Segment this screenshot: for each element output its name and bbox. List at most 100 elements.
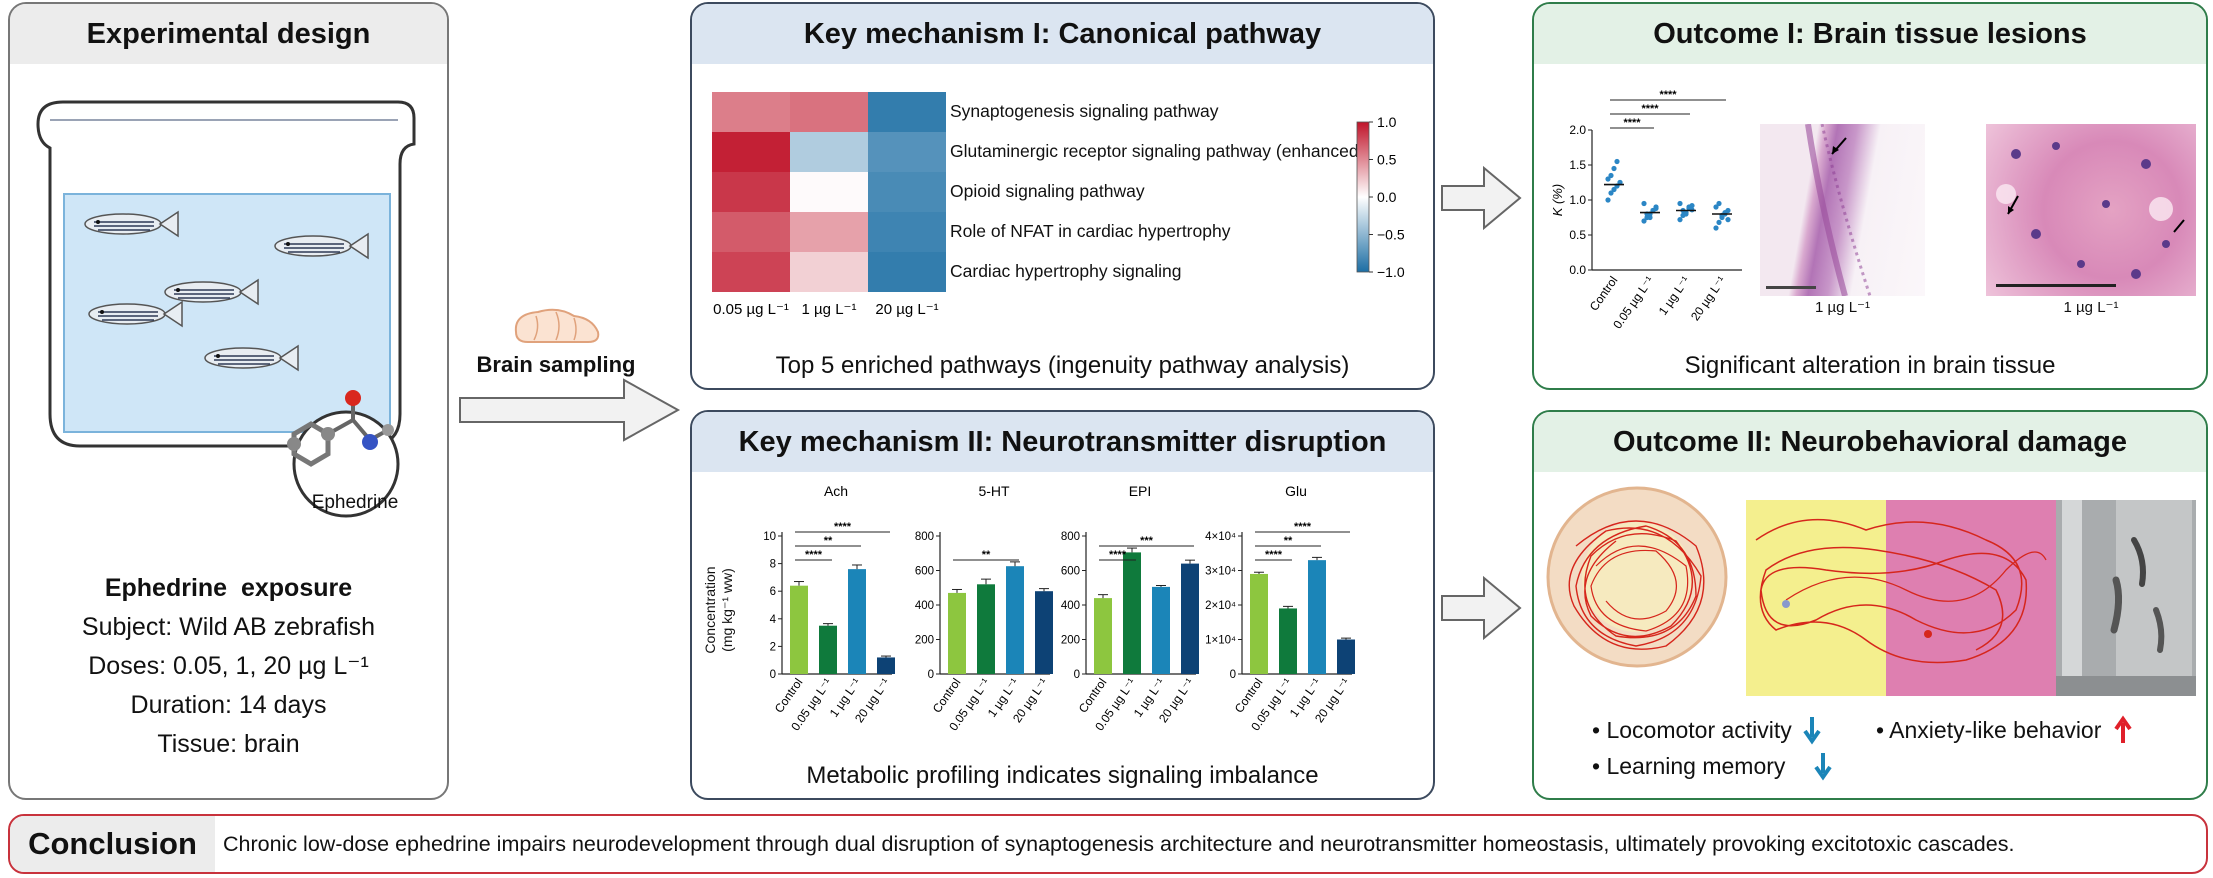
bullet-locomotor: • Locomotor activity bbox=[1592, 716, 1792, 743]
arrow-down-icon bbox=[1814, 753, 1833, 781]
heatmap-cell bbox=[790, 172, 868, 212]
outcome-2-title: Outcome II: Neurobehavioral damage bbox=[1534, 412, 2206, 472]
y-tick-label: 0 bbox=[1074, 669, 1080, 681]
open-field-trajectory bbox=[1546, 486, 1728, 668]
data-point bbox=[1716, 200, 1722, 207]
y-tick-label: 0.0 bbox=[1569, 263, 1586, 277]
data-point bbox=[1716, 219, 1722, 225]
y-tick-label: 600 bbox=[1061, 566, 1080, 578]
outcome-1-title: Outcome I: Brain tissue lesions bbox=[1534, 4, 2206, 64]
y-tick-label: 4 bbox=[770, 614, 777, 626]
data-point bbox=[1641, 200, 1647, 207]
arrow-up-icon bbox=[2114, 715, 2133, 743]
arrow-to-mechanisms bbox=[459, 378, 681, 442]
x-tick-label: Control bbox=[1587, 274, 1621, 314]
pathway-label: Cardiac hypertrophy signaling bbox=[950, 261, 1182, 281]
heatmap-cell bbox=[868, 252, 946, 292]
data-point bbox=[1713, 225, 1719, 231]
bar bbox=[819, 625, 837, 674]
data-point bbox=[1725, 217, 1731, 223]
histology-image-2 bbox=[1986, 124, 2196, 296]
heatmap-cell bbox=[790, 132, 868, 172]
y-tick-label: 2×10⁴ bbox=[1205, 600, 1236, 612]
bar bbox=[1181, 563, 1199, 674]
bar bbox=[1152, 586, 1170, 674]
bar bbox=[1279, 608, 1297, 674]
significance-marker: ** bbox=[982, 549, 991, 561]
x-tick-label: 1 µg L⁻¹ bbox=[1656, 274, 1693, 318]
data-point bbox=[1683, 211, 1689, 217]
tank-trajectory bbox=[1746, 500, 2056, 696]
heatmap-cell bbox=[868, 172, 946, 212]
y-tick-label: 200 bbox=[1061, 635, 1080, 647]
significance-marker: **** bbox=[1623, 117, 1641, 129]
significance-marker: **** bbox=[1641, 103, 1659, 115]
data-point bbox=[1653, 205, 1659, 211]
bar bbox=[1308, 560, 1326, 674]
exposure-title: Ephedrine exposure bbox=[104, 574, 353, 602]
anxiety-bullet-row: • Anxiety-like behavior bbox=[1876, 712, 2133, 748]
heatmap-cell bbox=[868, 132, 946, 172]
bar bbox=[977, 584, 995, 674]
y-tick-label: 2.0 bbox=[1569, 123, 1586, 137]
colorbar-tick: −0.5 bbox=[1377, 227, 1405, 243]
mechanism-1-title: Key mechanism I: Canonical pathway bbox=[692, 4, 1433, 64]
data-point bbox=[1614, 158, 1620, 165]
conclusion-banner: Conclusion Chronic low-dose ephedrine im… bbox=[8, 814, 2208, 874]
bar bbox=[877, 657, 895, 674]
heatmap-cell bbox=[790, 252, 868, 292]
outcome-1-panel: Outcome I: Brain tissue lesions Signific… bbox=[1532, 2, 2208, 390]
data-point bbox=[1608, 172, 1614, 179]
histology-detail-2 bbox=[1996, 142, 2185, 287]
mechanism-1-caption: Top 5 enriched pathways (ingenuity pathw… bbox=[775, 352, 1350, 379]
y-tick-label: 1×10⁴ bbox=[1205, 635, 1236, 647]
exposure-details: Ephedrine exposure Subject: Wild AB zebr… bbox=[10, 569, 447, 764]
brain-icon bbox=[514, 308, 600, 343]
pathway-label: Synaptogenesis signaling pathway bbox=[950, 101, 1219, 121]
data-point bbox=[1611, 186, 1617, 193]
heatmap-column-label: 1 µg L⁻¹ bbox=[802, 301, 857, 318]
bar bbox=[1337, 639, 1355, 674]
data-point bbox=[1605, 197, 1611, 203]
histology-image-1 bbox=[1760, 124, 1925, 296]
outcome-1-caption: Significant alteration in brain tissue bbox=[1684, 352, 2056, 379]
y-tick-label: 8 bbox=[770, 559, 776, 571]
experimental-design-title: Experimental design bbox=[10, 4, 447, 64]
bar bbox=[1094, 598, 1112, 674]
arrow-down-icon bbox=[1803, 717, 1821, 745]
y-tick-label: 1.5 bbox=[1569, 158, 1586, 172]
arrow-to-outcome-2 bbox=[1441, 576, 1522, 640]
bar bbox=[948, 592, 966, 674]
heatmap-cell bbox=[790, 212, 868, 252]
colorbar-gradient bbox=[1356, 121, 1370, 273]
conclusion-label: Conclusion bbox=[10, 816, 215, 872]
novel-tank-photo bbox=[2056, 500, 2196, 696]
pathway-label: Role of NFAT in cardiac hypertrophy bbox=[950, 221, 1231, 241]
data-point bbox=[1713, 204, 1719, 210]
behavior-bullets: • Locomotor activity • Learning memory bbox=[1592, 712, 1833, 784]
heatmap-cell bbox=[712, 212, 790, 252]
y-tick-label: 600 bbox=[915, 566, 934, 578]
bar bbox=[1035, 591, 1053, 674]
bullet-learning: • Learning memory bbox=[1592, 752, 1786, 779]
brain-sampling-label: Brain sampling bbox=[476, 352, 636, 377]
significance-marker: **** bbox=[1265, 549, 1283, 561]
data-point bbox=[1677, 217, 1683, 223]
heatmap-colorbar: 1.00.50.0−0.5−1.0 bbox=[1356, 114, 1405, 280]
bar bbox=[1006, 566, 1024, 674]
y-tick-label: 0 bbox=[928, 669, 934, 681]
mechanism-2-title: Key mechanism II: Neurotransmitter disru… bbox=[692, 412, 1433, 472]
bullet-anxiety: • Anxiety-like behavior bbox=[1876, 716, 2102, 743]
data-point bbox=[1611, 165, 1617, 172]
y-tick-label: 800 bbox=[1061, 531, 1080, 543]
chart-title: EPI bbox=[1129, 483, 1152, 499]
y-tick-label: 0.5 bbox=[1569, 228, 1586, 242]
y-tick-label: 800 bbox=[915, 531, 934, 543]
heatmap-cell bbox=[712, 92, 790, 132]
y-tick-label: 200 bbox=[915, 635, 934, 647]
